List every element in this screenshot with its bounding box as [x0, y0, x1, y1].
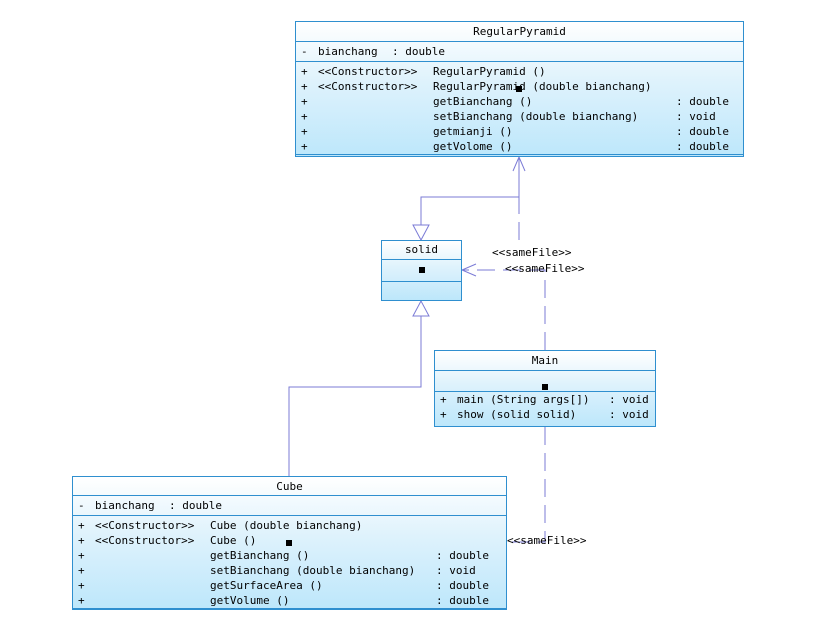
operation-type: : double [436, 549, 489, 562]
operation-type: : double [436, 594, 489, 607]
operation-stereotype: <<Constructor>> [95, 519, 195, 532]
visibility-marker: + [301, 125, 308, 138]
attribute-compartment: - bianchang : double [73, 496, 506, 516]
operation-row: + setBianchang (double bianchang) : void [296, 109, 743, 124]
visibility-marker: + [78, 534, 85, 547]
attribute-compartment [382, 260, 461, 282]
operation-type: : double [436, 579, 489, 592]
visibility-marker: - [78, 499, 85, 512]
attribute-row: - bianchang : double [73, 498, 506, 513]
attribute-compartment: - bianchang : double [296, 42, 743, 62]
operation-type: : void [609, 408, 649, 421]
operation-signature: getSurfaceArea () [210, 579, 323, 592]
visibility-marker: + [78, 564, 85, 577]
anchor-marker [516, 86, 522, 92]
operation-row: + <<Constructor>> RegularPyramid (double… [296, 79, 743, 94]
attribute-type: : double [169, 499, 222, 512]
operation-row: + getmianji () : double [296, 124, 743, 139]
generalization-line-cube [288, 316, 422, 476]
operation-signature: setBianchang (double bianchang) [210, 564, 416, 577]
anchor-marker [542, 384, 548, 390]
operation-signature: main (String args[]) [457, 393, 590, 406]
attribute-compartment [435, 371, 655, 392]
operation-type: : double [676, 125, 729, 138]
operation-row: + <<Constructor>> RegularPyramid () [296, 64, 743, 79]
class-name: RegularPyramid [296, 22, 743, 42]
operation-stereotype: <<Constructor>> [318, 80, 418, 93]
operation-row: + setBianchang (double bianchang) : void [73, 563, 506, 578]
operation-compartment: + main (String args[]) : void + show (so… [435, 392, 655, 422]
visibility-marker: + [78, 519, 85, 532]
operation-signature: getBianchang () [210, 549, 310, 562]
operation-type: : void [676, 110, 716, 123]
dependency-line-main-to-cube [507, 427, 546, 543]
operation-row: + getSurfaceArea () : double [73, 578, 506, 593]
samefile-label-cube: <<sameFile>> [507, 534, 587, 547]
visibility-marker: - [301, 45, 308, 58]
operation-signature: show (solid solid) [457, 408, 577, 421]
operation-signature: Cube (double bianchang) [210, 519, 363, 532]
visibility-marker: + [301, 65, 308, 78]
operation-signature: Cube () [210, 534, 257, 547]
operation-signature: setBianchang (double bianchang) [433, 110, 639, 123]
class-cube[interactable]: Cube - bianchang : double + <<Constructo… [72, 476, 507, 610]
visibility-marker: + [440, 408, 447, 421]
operation-row: + getVolume () : double [73, 593, 506, 608]
operation-compartment [382, 282, 461, 300]
dependency-arrowhead-regularpyramid [512, 155, 526, 172]
visibility-marker: + [78, 549, 85, 562]
operation-row: + show (solid solid) : void [435, 407, 655, 422]
operation-row: + <<Constructor>> Cube (double bianchang… [73, 518, 506, 533]
samefile-label-solid: <<sameFile>> [505, 262, 585, 275]
dependency-arrowhead-solid [460, 263, 477, 277]
operation-row: + <<Constructor>> Cube () [73, 533, 506, 548]
samefile-label-regularpyramid: <<sameFile>> [492, 246, 572, 259]
operation-signature: getVolume () [210, 594, 290, 607]
operation-compartment: + <<Constructor>> Cube (double bianchang… [73, 516, 506, 609]
class-name: solid [382, 241, 461, 260]
operation-stereotype: <<Constructor>> [318, 65, 418, 78]
operation-row: + getBianchang () : double [296, 94, 743, 109]
dependency-line-main-to-solid [462, 269, 546, 350]
attribute-type: : double [392, 45, 445, 58]
operation-row: + getVolome () : double [296, 139, 743, 154]
operation-compartment: + <<Constructor>> RegularPyramid () + <<… [296, 62, 743, 155]
attribute-name: bianchang [95, 499, 155, 512]
operation-stereotype: <<Constructor>> [95, 534, 195, 547]
attribute-name: bianchang [318, 45, 378, 58]
operation-type: : void [609, 393, 649, 406]
visibility-marker: + [301, 110, 308, 123]
anchor-marker [286, 540, 292, 546]
visibility-marker: + [78, 594, 85, 607]
visibility-marker: + [78, 579, 85, 592]
generalization-line-regularpyramid [420, 157, 520, 225]
class-regularpyramid[interactable]: RegularPyramid - bianchang : double + <<… [295, 21, 744, 157]
anchor-marker [419, 267, 425, 273]
operation-type: : void [436, 564, 476, 577]
visibility-marker: + [301, 140, 308, 153]
operation-signature: getVolome () [433, 140, 513, 153]
class-solid[interactable]: solid [381, 240, 462, 301]
operation-signature: RegularPyramid (double bianchang) [433, 80, 652, 93]
attribute-row: - bianchang : double [296, 44, 743, 59]
operation-signature: getBianchang () [433, 95, 533, 108]
class-name: Cube [73, 477, 506, 496]
operation-row: + main (String args[]) : void [435, 392, 655, 407]
visibility-marker: + [440, 393, 447, 406]
operation-signature: RegularPyramid () [433, 65, 546, 78]
visibility-marker: + [301, 80, 308, 93]
generalization-arrowhead-top [412, 224, 430, 242]
class-main[interactable]: Main + main (String args[]) : void + sho… [434, 350, 656, 427]
visibility-marker: + [301, 95, 308, 108]
operation-type: : double [676, 140, 729, 153]
generalization-arrowhead-bottom [412, 299, 430, 317]
operation-signature: getmianji () [433, 125, 513, 138]
class-name: Main [435, 351, 655, 371]
operation-row: + getBianchang () : double [73, 548, 506, 563]
operation-type: : double [676, 95, 729, 108]
